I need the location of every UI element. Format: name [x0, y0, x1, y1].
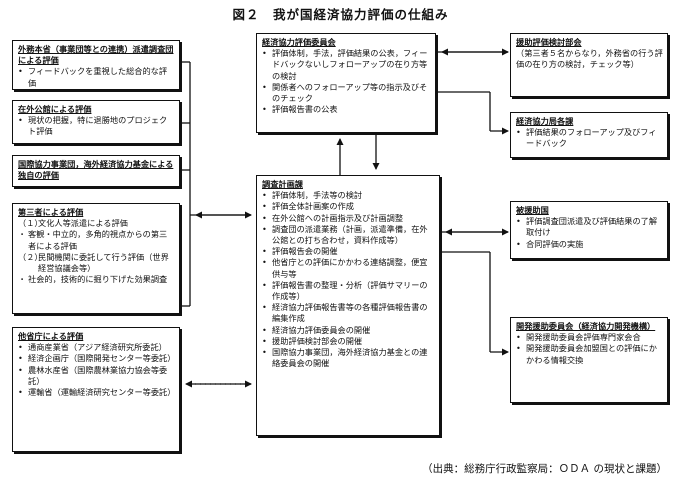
list-item: •経済協力評価報告書等の各種評価報告書の編集作成 — [262, 302, 435, 324]
daisansha-line-2: 民間機関に委託して行う評価（世界経営協議会等） — [38, 251, 169, 274]
box-kyokukaku: 経済協力局各課 •評価結果のフォローアップ及びフィードバック — [510, 112, 668, 158]
box-kentokai-title: 援助評価検討部会 — [516, 37, 582, 47]
box-kentokai: 援助評価検討部会 （第三者５名からなり，外務省の行う評価の在り方の検討，チェック… — [510, 33, 668, 97]
box-gaimu: 外務本省（事業団等との連携）派遣調査団による評価 •フィードバックを重視した総合… — [12, 40, 180, 90]
tashocho-item-3: 運輸省（運輸経済研究センター等委託） — [28, 387, 176, 398]
list-item: •評価結果のフォローアップ及びフィードバック — [516, 127, 663, 149]
list-item: •開発援助委員会加盟国との評価にかかわる情報交換 — [516, 343, 663, 365]
box-kaihatsu: 開発援助委員会（経済協力開発機構） •開発援助委員会評価専門家会合 •開発援助委… — [510, 317, 668, 403]
box-chosa: 調査計画課 •評価体制，手法等の検討 •評価全体計画案の作成 •在外公館への計画… — [256, 175, 440, 436]
list-item: •在外公館への計画指示及び計画調整 — [262, 213, 435, 224]
chosa-item-0: 評価体制，手法等の検討 — [272, 190, 363, 201]
hienjo-item-0: 評価調査団派遣及び評価結果の了解取付け — [526, 216, 658, 238]
list-item: •農林水産省（国際農林業協力協会等委託） — [18, 365, 175, 387]
hienjo-item-1: 合同評価の実施 — [526, 238, 584, 249]
list-item: ・社会的，技術的に掘り下げた効果調査 — [18, 274, 175, 285]
source-caption: （出典：総務庁行政監察局：ＯＤＡ の現状と課題） — [422, 463, 667, 475]
list-item: •運輸省（運輸経済研究センター等委託） — [18, 387, 176, 398]
chosa-item-7: 経済協力評価報告書等の各種評価報告書の編集作成 — [272, 302, 428, 324]
zaigai-item-0: 現状の把握，特に退勝地のプロジェクト評価 — [28, 115, 168, 137]
box-daisansha: 第三者による評価 （１）文化人等派遣による評価 ・客観・中立的，多角的視点からの… — [12, 203, 180, 314]
box-hienjo: 被援助国 •評価調査団派遣及び評価結果の了解取付け •合同評価の実施 — [510, 201, 668, 259]
tashocho-item-0: 通商産業省（アジア経済研究所委託） — [28, 342, 167, 353]
list-item: •合同評価の実施 — [516, 239, 663, 250]
list-item: •開発援助委員会評価専門家会合 — [516, 332, 663, 343]
chosa-item-9: 援助評価検討部会の開催 — [272, 335, 363, 346]
list-item: （２）民間機関に委託して行う評価（世界経営協議会等） — [18, 252, 175, 274]
box-kyokukaku-title: 経済協力局各課 — [516, 116, 574, 126]
chosa-item-5: 他省庁との評価にかかわる連絡調整，便宜供与等 — [272, 257, 428, 279]
list-item: •経済協力評価委員会の開催 — [262, 325, 435, 336]
chosa-item-10: 国際協力事業団，海外経済協力基金との連絡委員会の開催 — [272, 347, 428, 369]
list-item: （１）文化人等派遣による評価 — [18, 218, 175, 229]
iinkai-item-0: 評価体制，手法，評価結果の公表，フィードバックないしフォローアップの在り方等の検… — [272, 48, 428, 81]
daisansha-mark-1: ・ — [18, 229, 27, 240]
box-chosa-title: 調査計画課 — [262, 179, 303, 189]
list-item: •評価調査団派遣及び評価結果の了解取付け — [516, 216, 663, 238]
diagram-title: 図２ 我が国経済協力評価の仕組み — [232, 7, 449, 22]
list-item: •他省庁との評価にかかわる連絡調整，便宜供与等 — [262, 257, 435, 279]
chosa-item-2: 在外公館への計画指示及び計画調整 — [272, 212, 404, 223]
box-hienjo-title: 被援助国 — [516, 205, 549, 215]
list-item: •関係者へのフォローアップ等の指示及びそのチェック — [262, 82, 431, 104]
tashocho-item-1: 経済企画庁（国際開発センター等委託） — [28, 353, 176, 364]
box-kaihatsu-title: 開発援助委員会（経済協力開発機構） — [516, 321, 656, 331]
list-item: •評価体制，手法等の検討 — [262, 190, 435, 201]
iinkai-item-2: 評価報告書の公表 — [272, 104, 338, 115]
box-zaigai: 在外公館による評価 •現状の把握，特に退勝地のプロジェクト評価 — [12, 100, 180, 144]
box-iinkai: 経済協力評価委員会 •評価体制，手法，評価結果の公表，フィードバックないしフォロ… — [256, 33, 436, 133]
list-item: •調査団の派遣業務（計画，派遣準備，在外公館との打ち合わせ，資料作成等） — [262, 224, 435, 246]
list-item: •評価報告書の公表 — [262, 104, 431, 115]
box-kokusai-title: 国際協力事業団，海外経済協力基金による独自の評価 — [18, 159, 174, 181]
daisansha-mark-0: （１） — [18, 218, 43, 229]
kentokai-line-0: （第三者５名からなり，外務省の行う評価の在り方の検討，チェック等） — [516, 48, 663, 70]
box-iinkai-title: 経済協力評価委員会 — [262, 37, 336, 47]
chosa-item-6: 評価報告書の整理・分析（評価サマリーの作成等） — [272, 279, 428, 302]
gaimu-item-0: フィードバックを重視した総合的な評価 — [28, 66, 168, 88]
box-kokusai: 国際協力事業団，海外経済協力基金による独自の評価 — [12, 155, 180, 187]
chosa-item-4: 評価報告会の開催 — [272, 246, 338, 257]
list-item: •評価全体計画案の作成 — [262, 201, 435, 212]
box-zaigai-title: 在外公館による評価 — [18, 104, 92, 114]
list-item: •経済企画庁（国際開発センター等委託） — [18, 353, 176, 364]
list-item: •援助評価検討部会の開催 — [262, 336, 435, 347]
list-item: •評価報告会の開催 — [262, 246, 435, 257]
list-item: •フィードバックを重視した総合的な評価 — [18, 66, 175, 88]
kyokukaku-item-0: 評価結果のフォローアップ及びフィードバック — [526, 127, 657, 149]
list-item: •通商産業省（アジア経済研究所委託） — [18, 342, 175, 353]
box-daisansha-title: 第三者による評価 — [18, 207, 84, 217]
daisansha-mark-3: ・ — [18, 274, 27, 285]
kaihatsu-item-1: 開発援助委員会加盟国との評価にかかわる情報交換 — [526, 343, 657, 365]
iinkai-item-1: 関係者へのフォローアップ等の指示及びそのチェック — [272, 81, 428, 104]
chosa-item-1: 評価全体計画案の作成 — [272, 201, 354, 212]
list-item: •評価体制，手法，評価結果の公表，フィードバックないしフォローアップの在り方等の… — [262, 48, 431, 82]
box-gaimu-title: 外務本省（事業団等との連携）派遣調査団による評価 — [18, 44, 174, 66]
daisansha-mark-2: （２） — [18, 251, 43, 262]
tashocho-item-2: 農林水産省（国際農林業協力協会等委託） — [28, 364, 168, 386]
kaihatsu-item-0: 開発援助委員会評価専門家会合 — [526, 332, 641, 343]
daisansha-line-0: 文化人等派遣による評価 — [38, 218, 128, 229]
list-item: ・客観・中立的，多角的視点からの第三者による評価 — [18, 229, 175, 251]
box-tashocho-title: 他省庁による評価 — [18, 331, 84, 341]
list-item: •国際協力事業団，海外経済協力基金との連絡委員会の開催 — [262, 347, 435, 369]
box-tashocho: 他省庁による評価 •通商産業省（アジア経済研究所委託） •経済企画庁（国際開発セ… — [12, 327, 180, 452]
list-item: （第三者５名からなり，外務省の行う評価の在り方の検討，チェック等） — [516, 48, 663, 70]
list-item: •現状の把握，特に退勝地のプロジェクト評価 — [18, 115, 175, 137]
daisansha-line-1: 客観・中立的，多角的視点からの第三者による評価 — [28, 229, 168, 251]
chosa-item-8: 経済協力評価委員会の開催 — [272, 324, 371, 335]
chosa-item-3: 調査団の派遣業務（計画，派遣準備，在外公館との打ち合わせ，資料作成等） — [272, 223, 428, 246]
daisansha-line-3: 社会的，技術的に掘り下げた効果調査 — [28, 274, 168, 285]
list-item: •評価報告書の整理・分析（評価サマリーの作成等） — [262, 280, 435, 302]
